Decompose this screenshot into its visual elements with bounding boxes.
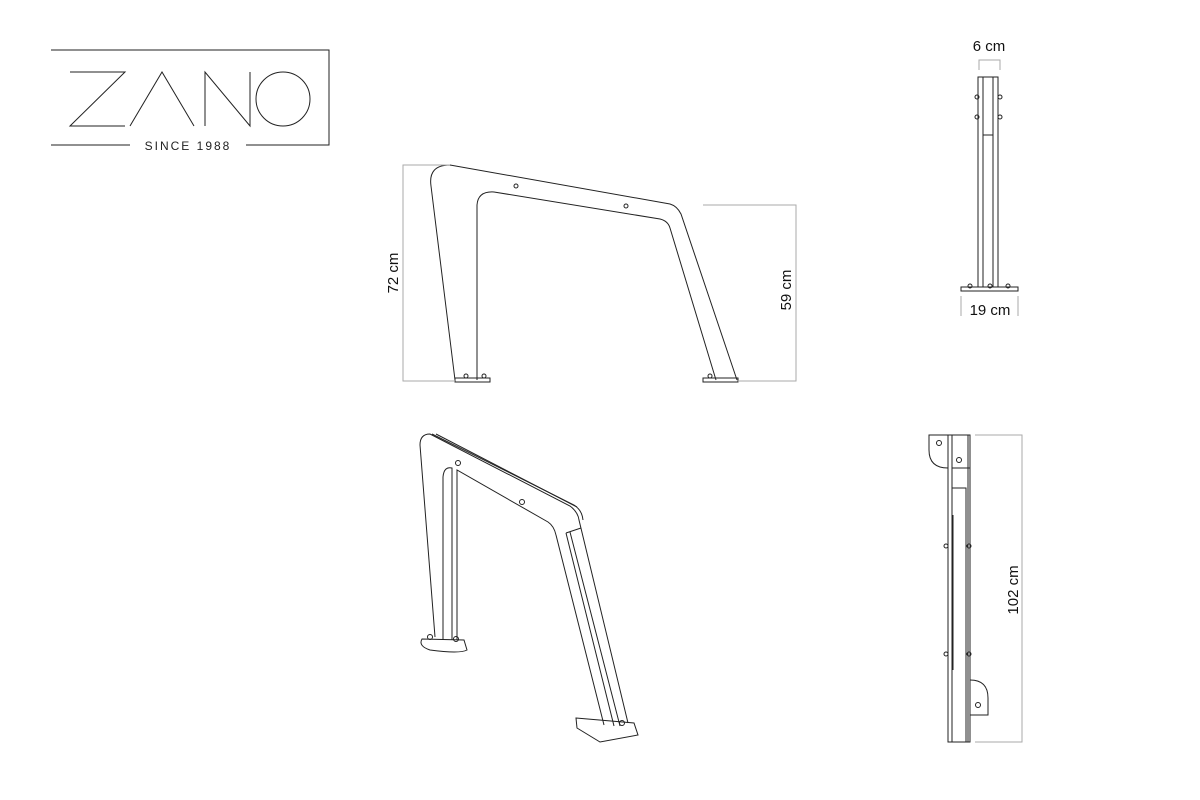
isometric-view (419, 433, 639, 743)
dim-base-width-label: 19 cm (970, 302, 1011, 319)
dim-clearance-label: 59 cm (778, 270, 795, 311)
zano-logo: SINCE 1988 (51, 49, 330, 153)
dim-height-label: 72 cm (385, 253, 402, 294)
dim-top-width-label: 6 cm (973, 38, 1006, 55)
top-view: 102 cm (928, 434, 1023, 743)
side-view: 6 cm 19 cm (960, 38, 1019, 319)
dim-length-label: 102 cm (1005, 565, 1022, 614)
front-view: 72 cm 59 cm (385, 164, 797, 383)
logo-tagline: SINCE 1988 (145, 139, 232, 153)
